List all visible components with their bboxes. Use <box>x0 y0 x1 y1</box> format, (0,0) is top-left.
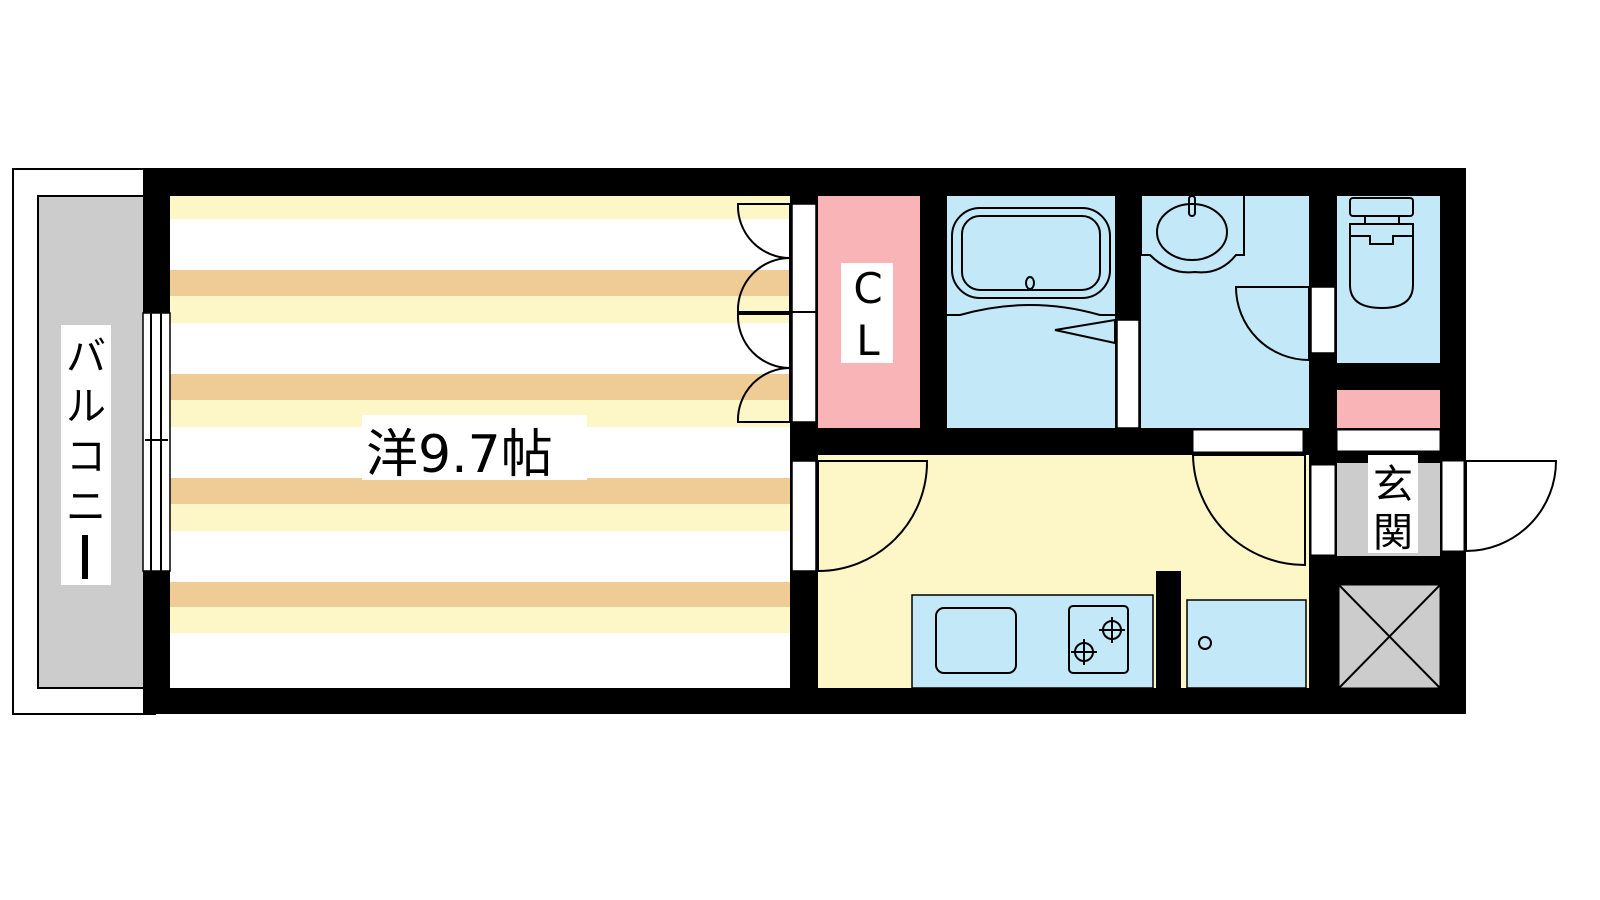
sink-icon <box>935 607 1017 674</box>
washing-machine-space <box>1186 599 1307 689</box>
closet-label-c: C <box>853 264 882 313</box>
balcony-label-5-bar <box>82 535 88 579</box>
entrance: 玄 関 <box>1310 429 1558 556</box>
balcony-label-1: バ <box>66 334 106 380</box>
bathroom-door[interactable] <box>1116 319 1140 429</box>
balcony-label-2: ル <box>66 384 106 430</box>
balcony: バ ル コ ニ <box>12 168 156 715</box>
western-room-label: 洋9.7帖 <box>366 425 553 485</box>
front-door[interactable] <box>1441 460 1558 553</box>
kitchen-counter <box>911 594 1154 689</box>
storage-box <box>1338 584 1441 689</box>
partition-wall <box>1156 571 1181 688</box>
closet-folding-door[interactable] <box>736 203 817 423</box>
kitchen-door[interactable] <box>791 460 929 573</box>
bathroom <box>947 196 1140 429</box>
entrance-inner-door[interactable] <box>1191 429 1306 567</box>
washroom <box>1140 195 1336 428</box>
bathtub-icon <box>951 207 1111 299</box>
closet-label-l: L <box>856 316 880 365</box>
shoe-cabinet <box>1337 390 1440 428</box>
entrance-label-2: 関 <box>1373 510 1413 556</box>
balcony-label-4: ニ <box>66 484 106 530</box>
stove-icon <box>1068 605 1129 674</box>
toilet-door[interactable] <box>1234 286 1336 362</box>
toilet <box>1337 196 1440 428</box>
entrance-label-1: 玄 <box>1373 462 1413 508</box>
balcony-window[interactable] <box>142 312 171 572</box>
closet: C L <box>818 196 920 428</box>
washbasin-icon <box>1140 196 1245 274</box>
kitchen <box>791 429 1309 689</box>
western-room: 洋9.7帖 <box>170 196 790 688</box>
balcony-label-3: コ <box>66 434 106 480</box>
